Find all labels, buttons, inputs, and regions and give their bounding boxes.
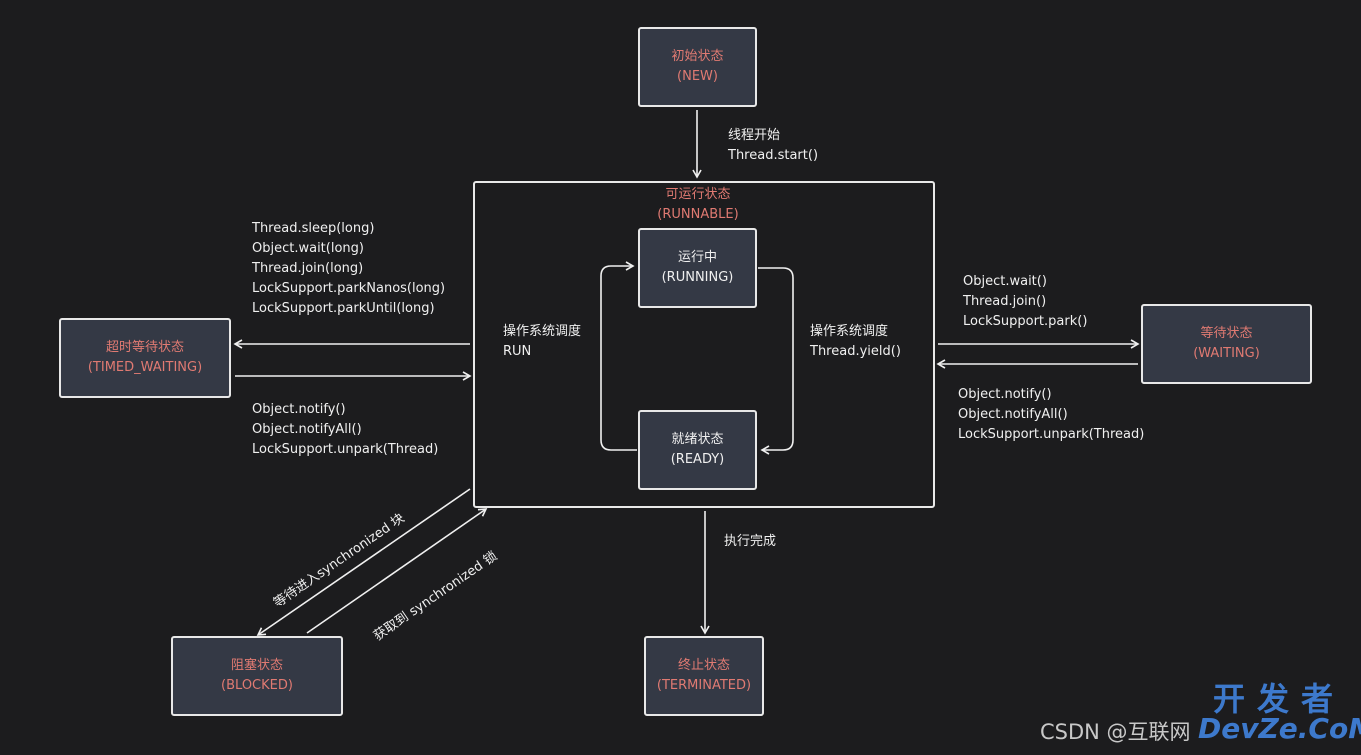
state-ready: 就绪状态 (READY) <box>638 410 757 490</box>
label-to-timed-waiting-line: LockSupport.parkUntil(long) <box>252 301 435 316</box>
label-start-line1: 线程开始 <box>728 128 781 143</box>
state-timed-waiting-code: (TIMED_WAITING) <box>87 360 203 375</box>
state-new: 初始状态 (NEW) <box>638 27 757 107</box>
state-new-code: (NEW) <box>677 69 718 84</box>
label-from-timed-waiting: Object.notify() Object.notifyAll() LockS… <box>252 400 438 460</box>
label-to-timed-waiting: Thread.sleep(long) Object.wait(long) Thr… <box>252 219 445 319</box>
label-os-yield-line2: Thread.yield() <box>810 344 901 359</box>
runnable-title: 可运行状态 (RUNNABLE) <box>598 185 798 225</box>
label-to-waiting-line: LockSupport.park() <box>963 314 1088 329</box>
label-to-timed-waiting-line: Object.wait(long) <box>252 241 364 256</box>
state-waiting: 等待状态 (WAITING) <box>1141 304 1312 384</box>
runnable-title-line2: (RUNNABLE) <box>657 207 739 222</box>
state-terminated-name: 终止状态 <box>677 658 730 673</box>
state-blocked-code: (BLOCKED) <box>221 678 293 693</box>
label-to-waiting: Object.wait() Thread.join() LockSupport.… <box>963 272 1087 332</box>
label-from-timed-waiting-line: Object.notify() <box>252 402 346 417</box>
label-from-waiting-line: Object.notify() <box>958 387 1052 402</box>
state-new-name: 初始状态 <box>671 49 724 64</box>
label-to-timed-waiting-line: LockSupport.parkNanos(long) <box>252 281 446 296</box>
label-os-yield: 操作系统调度 Thread.yield() <box>810 322 901 362</box>
label-from-waiting-line: LockSupport.unpark(Thread) <box>958 427 1145 442</box>
state-running-name: 运行中 <box>677 250 717 265</box>
state-blocked: 阻塞状态 (BLOCKED) <box>171 636 343 716</box>
label-from-timed-waiting-line: LockSupport.unpark(Thread) <box>252 442 439 457</box>
logo-line1: 开发者 <box>1212 680 1345 718</box>
arrow-running-to-ready <box>758 267 794 455</box>
arrow-blocked-to-runnable <box>306 508 488 634</box>
label-to-timed-waiting-line: Thread.sleep(long) <box>252 221 375 236</box>
label-os-run-line2: RUN <box>503 344 532 359</box>
state-ready-name: 就绪状态 <box>671 432 724 447</box>
label-to-timed-waiting-line: Thread.join(long) <box>252 261 364 276</box>
logo-line2: DevZe.CoM <box>1198 712 1361 745</box>
arrow-runnable-to-blocked <box>256 488 471 636</box>
label-start: 线程开始 Thread.start() <box>728 126 818 166</box>
label-os-yield-line1: 操作系统调度 <box>810 324 889 339</box>
state-terminated-code: (TERMINATED) <box>656 678 752 693</box>
label-from-waiting: Object.notify() Object.notifyAll() LockS… <box>958 385 1144 445</box>
arrow-ready-to-running <box>600 261 637 451</box>
runnable-container <box>473 181 935 508</box>
label-start-line2: Thread.start() <box>728 148 819 163</box>
label-to-waiting-line: Thread.join() <box>963 294 1047 309</box>
state-waiting-code: (WAITING) <box>1193 346 1260 361</box>
state-timed-waiting-name: 超时等待状态 <box>105 340 184 355</box>
devze-logo-watermark: 开发者 DevZe.CoM <box>1198 680 1361 754</box>
state-timed-waiting: 超时等待状态 (TIMED_WAITING) <box>59 318 231 398</box>
label-os-run: 操作系统调度 RUN <box>503 322 581 362</box>
label-os-run-line1: 操作系统调度 <box>503 324 582 339</box>
label-finish: 执行完成 <box>724 534 777 549</box>
runnable-title-line1: 可运行状态 <box>665 187 731 202</box>
state-running: 运行中 (RUNNING) <box>638 228 757 308</box>
label-from-timed-waiting-line: Object.notifyAll() <box>252 422 362 437</box>
state-ready-code: (READY) <box>670 452 725 467</box>
label-from-waiting-line: Object.notifyAll() <box>958 407 1068 422</box>
state-blocked-name: 阻塞状态 <box>230 658 283 673</box>
state-running-code: (RUNNING) <box>661 270 734 285</box>
state-waiting-name: 等待状态 <box>1200 326 1253 341</box>
state-terminated: 终止状态 (TERMINATED) <box>644 636 764 716</box>
label-to-waiting-line: Object.wait() <box>963 274 1047 289</box>
csdn-watermark: CSDN @互联网 <box>1040 720 1191 744</box>
